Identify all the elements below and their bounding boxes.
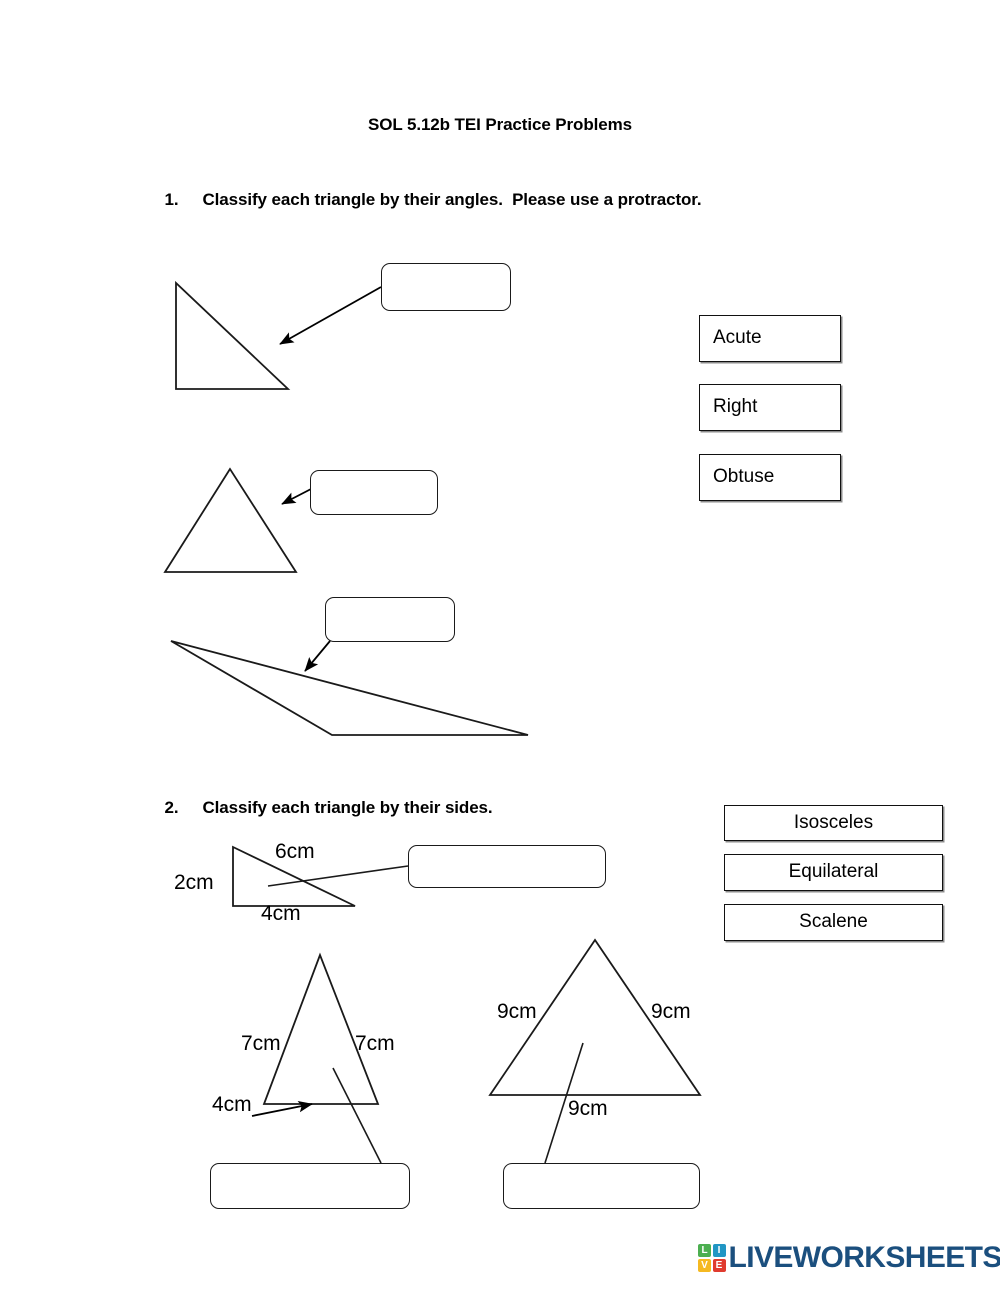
word-bank-option-equilateral[interactable]: Equilateral	[724, 854, 943, 891]
logo-tile-i: I	[712, 1244, 726, 1258]
answer-dropzone-obtuse-triangle[interactable]	[325, 597, 455, 642]
equilateral-base-label: 9cm	[568, 1097, 608, 1120]
question-2-number: 2.	[164, 798, 179, 817]
scalene-hypotenuse-label: 6cm	[275, 840, 315, 863]
word-bank-option-obtuse[interactable]: Obtuse	[699, 454, 841, 501]
word-bank-option-right[interactable]: Right	[699, 384, 841, 431]
acute-triangle-arrow	[281, 488, 312, 505]
word-bank-option-isosceles[interactable]: Isosceles	[724, 805, 943, 841]
page-title: SOL 5.12b TEI Practice Problems	[368, 115, 632, 134]
scalene-base-label: 4cm	[261, 902, 301, 925]
scalene-triangle-connector	[267, 865, 409, 887]
answer-dropzone-equilateral-triangle[interactable]	[503, 1163, 700, 1209]
logo-tile-l: L	[698, 1244, 711, 1258]
obtuse-triangle-arrow	[304, 640, 331, 672]
equilateral-right-side-label: 9cm	[651, 1000, 691, 1023]
scalene-left-side-label: 2cm	[174, 871, 214, 894]
right-triangle-arrow	[279, 286, 382, 345]
answer-dropzone-right-triangle[interactable]	[381, 263, 511, 311]
isosceles-base-arrow	[251, 1100, 313, 1117]
right-triangle-shape	[175, 280, 291, 390]
question-1-text: Classify each triangle by their angles. …	[202, 190, 702, 209]
question-1-prompt: 1. Classify each triangle by their angles…	[146, 170, 702, 230]
isosceles-base-label: 4cm	[212, 1093, 252, 1116]
answer-dropzone-scalene-triangle[interactable]	[408, 845, 606, 888]
liveworksheets-logo[interactable]: L I V E LIVEWORKSHEETS	[698, 1243, 1000, 1273]
word-bank-option-scalene[interactable]: Scalene	[724, 904, 943, 941]
liveworksheets-logo-mark: L I V E	[698, 1244, 726, 1272]
question-1-number: 1.	[164, 190, 179, 209]
logo-tile-e: E	[712, 1258, 726, 1272]
word-bank-option-acute[interactable]: Acute	[699, 315, 841, 362]
equilateral-left-side-label: 9cm	[497, 1000, 537, 1023]
answer-dropzone-isosceles-triangle[interactable]	[210, 1163, 410, 1209]
acute-triangle-shape	[163, 467, 298, 573]
answer-dropzone-acute-triangle[interactable]	[310, 470, 438, 515]
isosceles-right-side-label: 7cm	[355, 1032, 395, 1055]
isosceles-left-side-label: 7cm	[241, 1032, 281, 1055]
logo-tile-v: V	[698, 1258, 711, 1272]
isosceles-triangle-shape	[262, 952, 380, 1105]
liveworksheets-wordmark: LIVEWORKSHEETS	[728, 1241, 1000, 1274]
isosceles-triangle-connector	[332, 1067, 382, 1164]
question-2-prompt: 2. Classify each triangle by their sides.	[146, 778, 493, 838]
obtuse-triangle-shape	[170, 640, 529, 736]
question-2-text: Classify each triangle by their sides.	[202, 798, 493, 817]
